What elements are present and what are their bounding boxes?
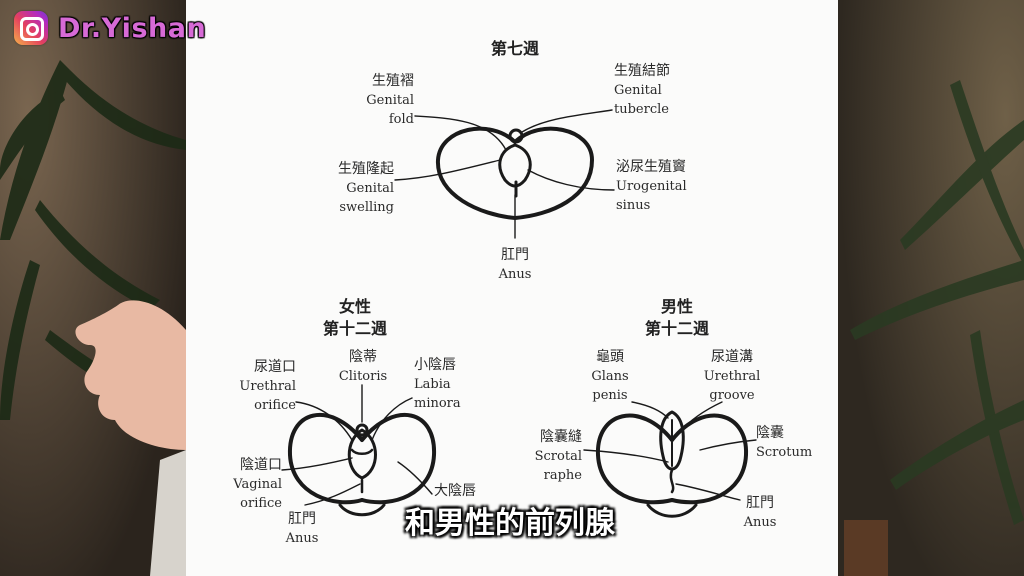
week7-leader-lines: [395, 110, 614, 238]
label-scrotal-raphe: 陰囊縫 Scrotal raphe: [508, 428, 582, 485]
female-title: 女性 第十二週: [300, 296, 410, 340]
label-vaginal-orifice: 陰道口 Vaginal orifice: [206, 456, 282, 513]
label-scrotum: 陰囊 Scrotum: [756, 424, 832, 462]
anus-male-zh: 肛門: [724, 494, 796, 513]
labia-minora-en2: minora: [414, 394, 484, 413]
label-genital-tubercle: 生殖結節 Genital tubercle: [614, 62, 714, 119]
week7-title: 第七週: [470, 38, 560, 60]
anus-week7-en: Anus: [478, 265, 552, 284]
anus-female-en: Anus: [266, 529, 338, 548]
label-clitoris: 陰蒂 Clitoris: [326, 348, 400, 386]
label-labia-minora: 小陰唇 Labia minora: [414, 356, 484, 413]
male-title-line2: 第十二週: [622, 318, 732, 340]
clitoris-en: Clitoris: [326, 367, 400, 386]
urethral-groove-zh: 尿道溝: [696, 348, 768, 367]
genital-tubercle-zh: 生殖結節: [614, 62, 714, 81]
label-urethral-groove: 尿道溝 Urethral groove: [696, 348, 768, 405]
male-title: 男性 第十二週: [622, 296, 732, 340]
urethral-orifice-zh: 尿道口: [222, 358, 296, 377]
anus-week7-zh: 肛門: [478, 246, 552, 265]
genital-fold-en1: Genital: [340, 91, 414, 110]
urethral-orifice-en1: Urethral: [222, 377, 296, 396]
instagram-icon: [14, 11, 48, 45]
female-title-line2: 第十二週: [300, 318, 410, 340]
label-anus-female: 肛門 Anus: [266, 510, 338, 548]
labia-minora-en1: Labia: [414, 375, 484, 394]
glans-penis-en1: Glans: [574, 367, 646, 386]
urogenital-sinus-zh: 泌尿生殖竇: [616, 158, 726, 177]
scrotal-raphe-en2: raphe: [508, 466, 582, 485]
scrotal-raphe-en1: Scrotal: [508, 447, 582, 466]
labia-minora-zh: 小陰唇: [414, 356, 484, 375]
brand-watermark: Dr.Yishan: [14, 10, 206, 46]
urogenital-sinus-en2: sinus: [616, 196, 726, 215]
glans-penis-en2: penis: [574, 386, 646, 405]
glans-penis-zh: 龜頭: [574, 348, 646, 367]
brand-name: Dr.Yishan: [58, 13, 206, 44]
male-title-line1: 男性: [622, 296, 732, 318]
vaginal-orifice-en1: Vaginal: [206, 475, 282, 494]
scrotum-zh: 陰囊: [756, 424, 832, 443]
urethral-groove-en2: groove: [696, 386, 768, 405]
scrotum-en: Scrotum: [756, 443, 832, 462]
genital-tubercle-en1: Genital: [614, 81, 714, 100]
genital-fold-zh: 生殖褶: [340, 72, 414, 91]
vaginal-orifice-zh: 陰道口: [206, 456, 282, 475]
genital-swelling-zh: 生殖隆起: [310, 160, 394, 179]
urogenital-sinus-en1: Urogenital: [616, 177, 726, 196]
female-title-line1: 女性: [300, 296, 410, 318]
clitoris-zh: 陰蒂: [326, 348, 400, 367]
anus-female-zh: 肛門: [266, 510, 338, 529]
label-genital-swelling: 生殖隆起 Genital swelling: [310, 160, 394, 217]
urethral-orifice-en2: orifice: [222, 396, 296, 415]
video-subtitle: 和男性的前列腺: [340, 498, 680, 542]
genital-fold-en2: fold: [340, 110, 414, 129]
label-urogenital-sinus: 泌尿生殖竇 Urogenital sinus: [616, 158, 726, 215]
anus-male-en: Anus: [724, 513, 796, 532]
label-anus-week7: 肛門 Anus: [478, 246, 552, 284]
label-anus-male: 肛門 Anus: [724, 494, 796, 532]
label-genital-fold: 生殖褶 Genital fold: [340, 72, 414, 129]
genital-swelling-en1: Genital: [310, 179, 394, 198]
urethral-groove-en1: Urethral: [696, 367, 768, 386]
genital-swelling-en2: swelling: [310, 198, 394, 217]
label-urethral-orifice: 尿道口 Urethral orifice: [222, 358, 296, 415]
genital-tubercle-en2: tubercle: [614, 100, 714, 119]
label-glans-penis: 龜頭 Glans penis: [574, 348, 646, 405]
scrotal-raphe-zh: 陰囊縫: [508, 428, 582, 447]
